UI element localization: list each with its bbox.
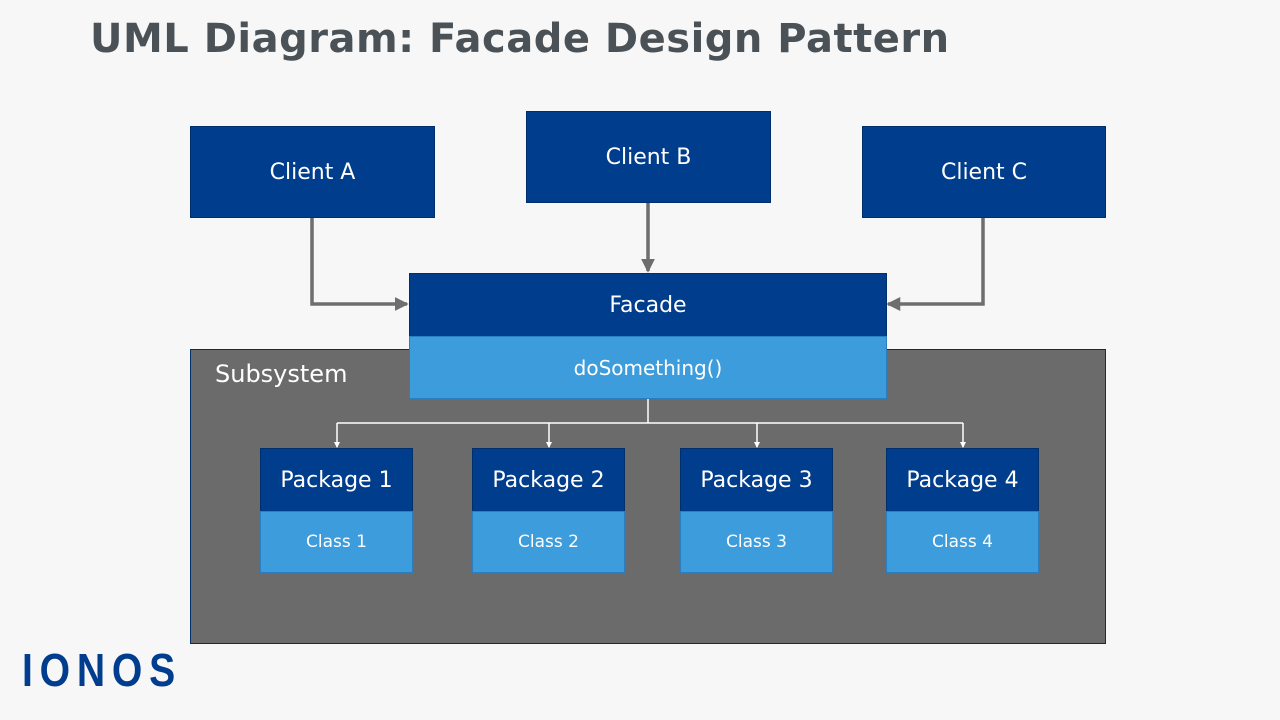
arrow-client-a-to-facade [310, 217, 409, 311]
facade-header: Facade [409, 273, 887, 337]
package-2-header: Package 2 [472, 448, 625, 512]
diagram-title: UML Diagram: Facade Design Pattern [90, 16, 950, 62]
facade-trunk-line [337, 398, 963, 424]
package-4-header: Package 4 [886, 448, 1039, 512]
arrow-client-c-to-facade [886, 217, 985, 311]
client-b-box: Client B [526, 111, 771, 203]
package-1-class: Class 1 [260, 511, 413, 573]
package-1-header: Package 1 [260, 448, 413, 512]
client-c-box: Client C [862, 126, 1106, 218]
package-4-class: Class 4 [886, 511, 1039, 573]
package-3-class: Class 3 [680, 511, 833, 573]
client-a-box: Client A [190, 126, 435, 218]
package-2-class: Class 2 [472, 511, 625, 573]
package-3-header: Package 3 [680, 448, 833, 512]
subsystem-label: Subsystem [215, 360, 348, 388]
ionos-logo: IONOS [22, 644, 183, 696]
facade-method: doSomething() [409, 336, 887, 399]
